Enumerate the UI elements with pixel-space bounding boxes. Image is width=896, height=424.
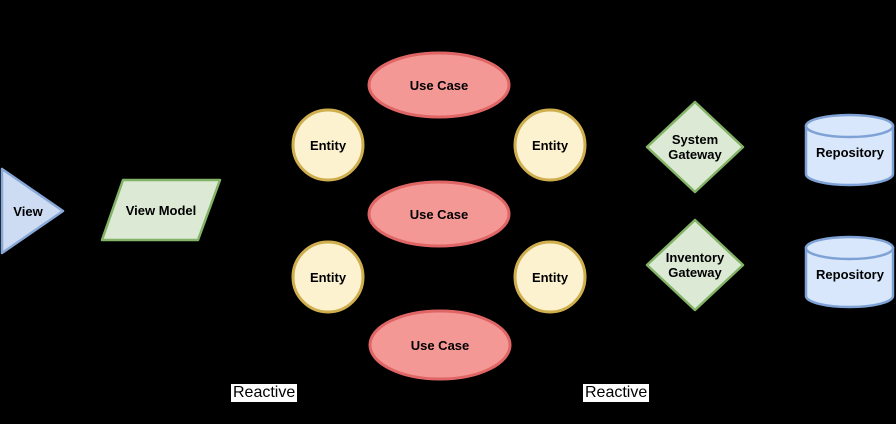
node-entity-bottom-left xyxy=(291,240,365,314)
view-triangle-shape xyxy=(0,167,65,255)
repository-cylinder-body xyxy=(804,124,895,187)
repository-cylinder-body xyxy=(804,246,895,309)
node-entity-bottom-right xyxy=(513,240,587,314)
view-model-parallelogram-shape xyxy=(100,178,222,242)
system-gateway-diamond-shape xyxy=(645,100,745,194)
node-use-case-middle xyxy=(367,180,511,248)
use-case-ellipse-shape xyxy=(368,309,512,381)
node-view xyxy=(0,167,65,255)
node-repository-top xyxy=(804,113,895,187)
node-entity-top-right xyxy=(513,108,587,182)
entity-circle-shape xyxy=(291,108,365,182)
node-use-case-top xyxy=(367,51,511,119)
entity-circle-shape xyxy=(513,108,587,182)
repository-cylinder-top xyxy=(804,235,895,261)
node-repository-bottom xyxy=(804,235,895,309)
node-use-case-bottom xyxy=(368,309,512,381)
node-inventory-gateway xyxy=(645,218,745,312)
reactive-edge-label-left: Reactive xyxy=(231,384,298,402)
use-case-ellipse-shape xyxy=(367,51,511,119)
use-case-ellipse-shape xyxy=(367,180,511,248)
repository-cylinder-top xyxy=(804,113,895,139)
reactive-edge-label-right: Reactive xyxy=(583,384,650,402)
inventory-gateway-diamond-shape xyxy=(645,218,745,312)
node-entity-top-left xyxy=(291,108,365,182)
entity-circle-shape xyxy=(291,240,365,314)
entity-circle-shape xyxy=(513,240,587,314)
node-system-gateway xyxy=(645,100,745,194)
node-view-model xyxy=(100,178,222,242)
